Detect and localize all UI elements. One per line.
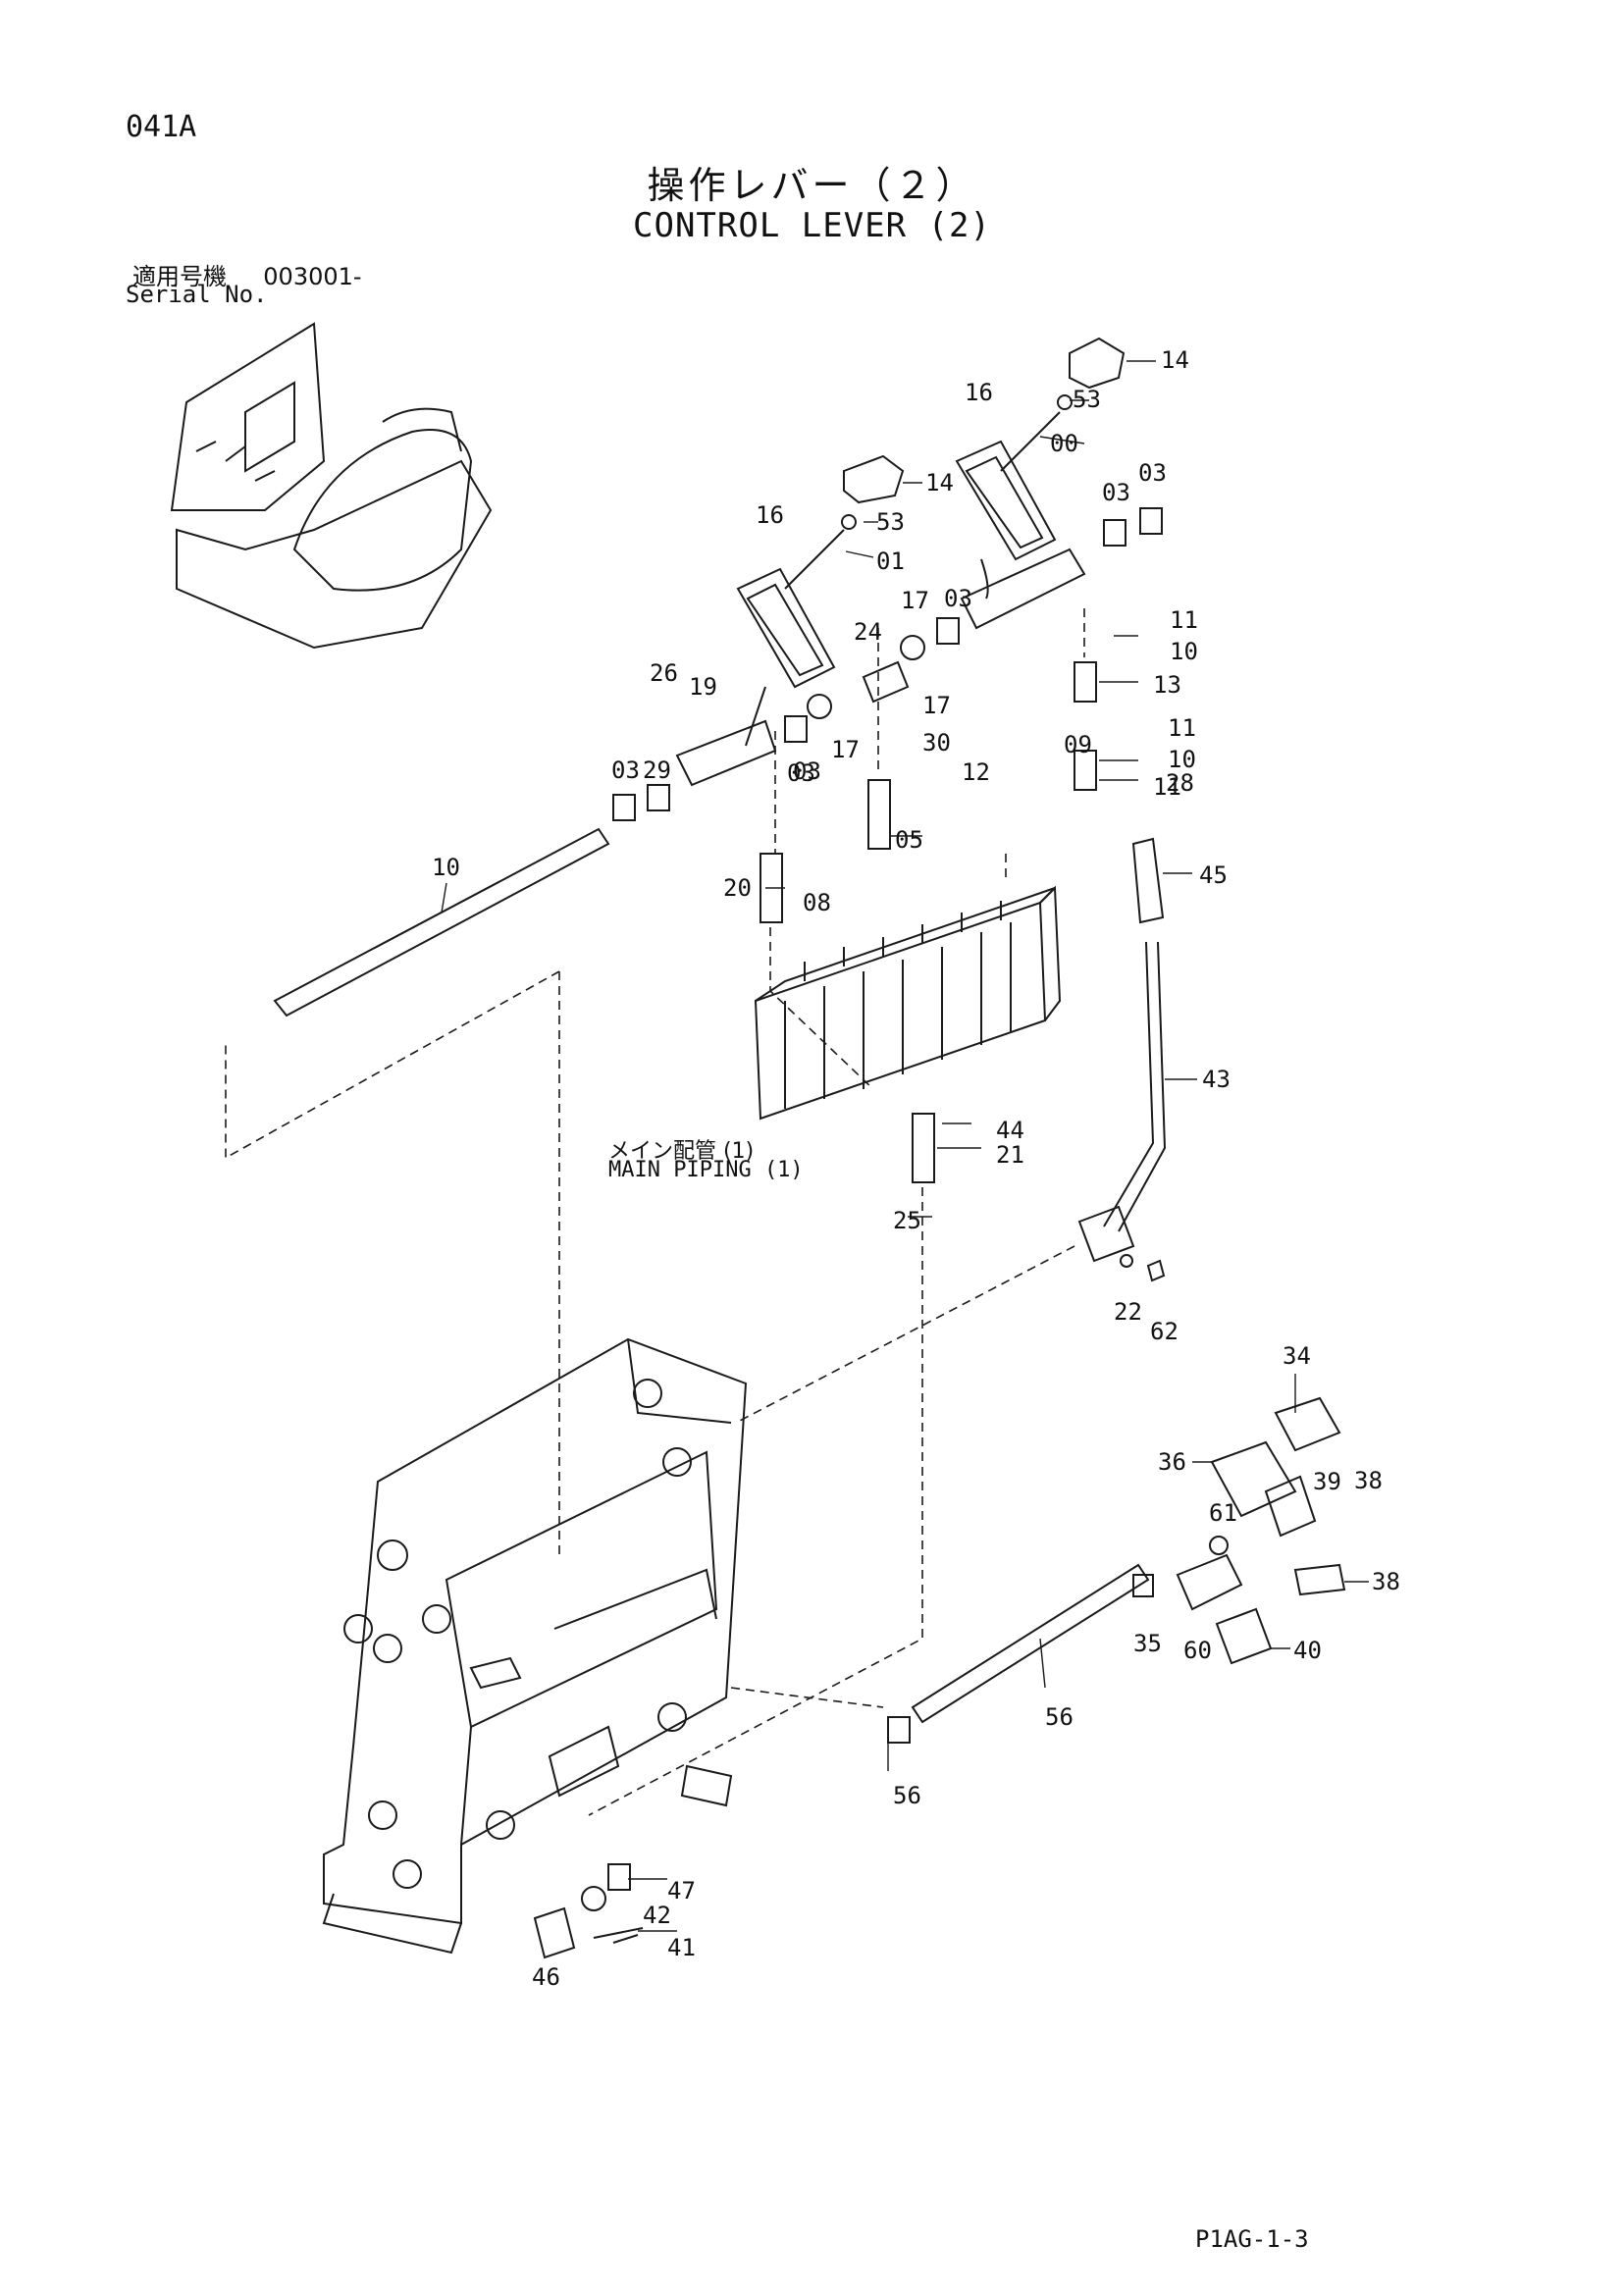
callout-47: 47 [667, 1877, 696, 1905]
callout-24: 24 [854, 618, 882, 646]
callout-03: 03 [793, 757, 821, 785]
callout-53: 53 [1073, 386, 1101, 413]
callout-43: 43 [1202, 1066, 1231, 1093]
callout-13: 13 [1153, 671, 1181, 699]
machine-thumbnail [170, 322, 493, 650]
lever-assembly-right [955, 337, 1163, 630]
callout-42: 42 [643, 1902, 671, 1929]
callout-10: 10 [1170, 638, 1198, 665]
callout-22: 22 [1114, 1298, 1142, 1326]
callout-03: 03 [1102, 479, 1130, 506]
callout-16: 16 [965, 379, 993, 406]
title-english: CONTROL LEVER (2) [633, 206, 991, 245]
callout-03: 03 [611, 757, 640, 784]
callout-29: 29 [643, 757, 671, 784]
control-stand-frame [322, 1337, 748, 1955]
lever-assembly-left [612, 454, 960, 821]
callout-38: 38 [1354, 1467, 1383, 1494]
callout-10: 10 [432, 854, 460, 881]
shaft-05 [273, 827, 610, 1018]
callout-03: 03 [944, 585, 972, 612]
callout-08: 08 [803, 889, 831, 916]
callout-46: 46 [532, 1963, 560, 1991]
callout-56: 56 [1045, 1703, 1074, 1731]
callout-39: 39 [1313, 1468, 1341, 1495]
callout-25: 25 [893, 1207, 921, 1234]
travel-lever [1077, 837, 1167, 1282]
callout-17: 17 [922, 692, 951, 719]
callout-41: 41 [667, 1934, 696, 1961]
callout-40: 40 [1293, 1637, 1322, 1664]
callout-56: 56 [893, 1782, 921, 1809]
callout-00: 00 [1050, 430, 1078, 457]
serial-value: 003001- [263, 263, 362, 290]
callout-01: 01 [876, 548, 905, 575]
callout-05: 05 [895, 826, 923, 854]
serial-label-ja: 適用号機 [132, 263, 227, 290]
callout-17: 17 [901, 587, 929, 614]
callout-09: 09 [1064, 731, 1092, 758]
callout-60: 60 [1183, 1637, 1212, 1664]
footer-code: P1AG-1-3 [1195, 2225, 1309, 2253]
callout-14: 14 [925, 469, 954, 496]
callout-11: 11 [1168, 714, 1196, 742]
serial-label-en: Serial No. [126, 281, 268, 308]
callout-26: 26 [650, 659, 678, 687]
callout-14: 14 [1161, 346, 1189, 374]
callout-20: 20 [723, 874, 752, 902]
leader-lines [441, 360, 1369, 1932]
serial-label: 適用号機 003001- [132, 257, 362, 291]
callout-12: 12 [962, 758, 990, 786]
callout-17: 17 [831, 736, 860, 763]
callout-11: 11 [1170, 606, 1198, 634]
callout-34: 34 [1283, 1342, 1311, 1370]
callout-61: 61 [1209, 1499, 1237, 1527]
callout-28: 28 [1166, 769, 1194, 797]
callout-45: 45 [1199, 861, 1228, 889]
callout-03: 03 [1138, 459, 1167, 487]
main-piping-label-en: MAIN PIPING (1) [608, 1158, 804, 1182]
callout-38: 38 [1372, 1568, 1400, 1595]
callout-36: 36 [1158, 1448, 1186, 1476]
callout-53: 53 [876, 508, 905, 536]
pedal-assembly [887, 1396, 1346, 1744]
lower-parts [533, 1863, 644, 1959]
callout-21: 21 [996, 1141, 1024, 1169]
callout-11: 11 [1153, 773, 1181, 801]
assembly-guide-lines [225, 608, 1085, 1816]
main-piping-label-ja: メイン配管 (1) [608, 1139, 755, 1164]
callout-62: 62 [1150, 1318, 1179, 1345]
callout-30: 30 [922, 729, 951, 757]
callout-35: 35 [1133, 1630, 1162, 1657]
callout-19: 19 [689, 673, 717, 701]
control-valve [754, 885, 1062, 1121]
page-code: 041A [126, 110, 197, 144]
callout-44: 44 [996, 1117, 1024, 1144]
callout-16: 16 [756, 501, 784, 529]
callout-10: 10 [1168, 746, 1196, 773]
callout-03: 03 [787, 759, 815, 787]
title-japanese: 操作レバー（２） [647, 164, 977, 207]
